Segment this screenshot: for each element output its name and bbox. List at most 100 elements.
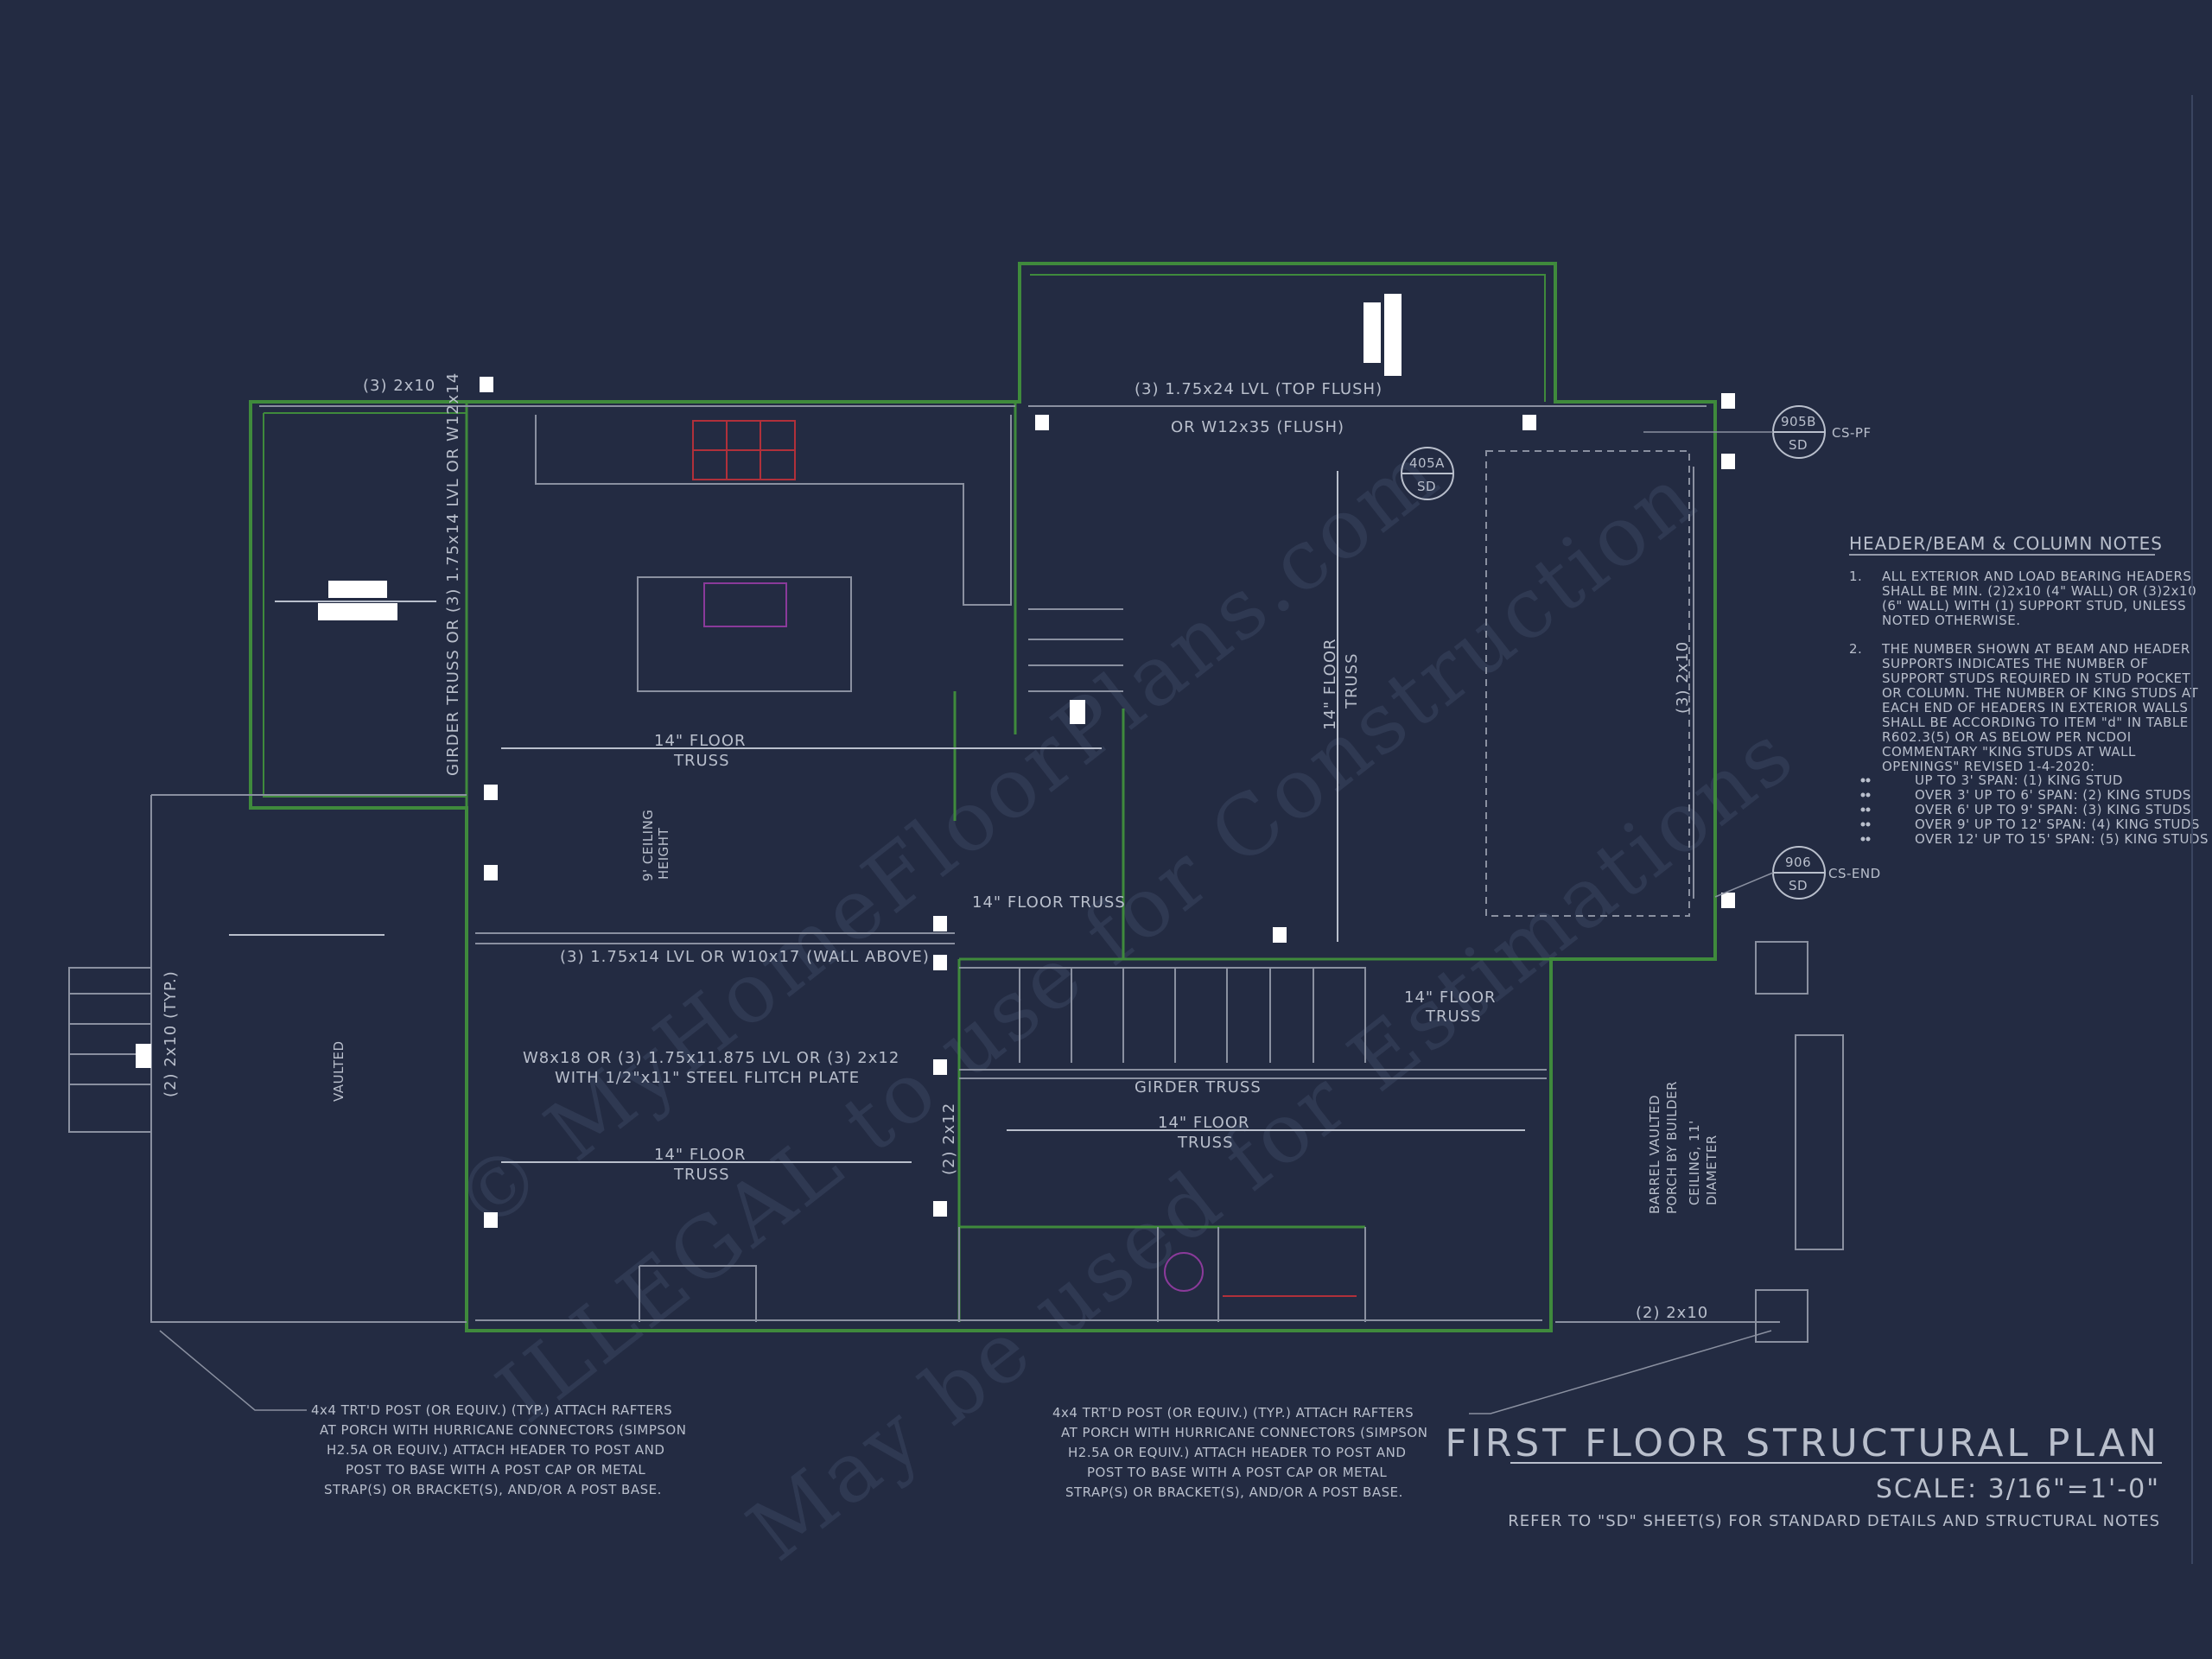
post-note-right-line: AT PORCH WITH HURRICANE CONNECTORS (SIMP… bbox=[1061, 1425, 1427, 1440]
notes-item2-num: 2. bbox=[1849, 641, 1862, 657]
island bbox=[637, 576, 852, 692]
post-right-bottom bbox=[1755, 1289, 1808, 1343]
tag-905b-num: 905B bbox=[1781, 414, 1816, 429]
post-note-left-line: AT PORCH WITH HURRICANE CONNECTORS (SIMP… bbox=[320, 1422, 686, 1438]
sink bbox=[703, 582, 787, 627]
notes-bullet: UP TO 3' SPAN: (1) KING STUD bbox=[1915, 772, 2123, 788]
bullet-dot bbox=[1866, 822, 1871, 827]
floor-truss-c-2: TRUSS bbox=[673, 1166, 730, 1184]
header-3-2x10: (3) 2x10 bbox=[363, 377, 435, 395]
floor-truss-e-1: 14" FLOOR bbox=[1158, 1114, 1250, 1132]
barrel-2: PORCH BY BUILDER bbox=[1664, 1081, 1680, 1214]
barrel-1: BARREL VAULTED bbox=[1647, 1095, 1662, 1214]
floor-truss-c-1: 14" FLOOR bbox=[654, 1146, 747, 1164]
wall-grey-stairs-upper bbox=[1028, 608, 1123, 692]
tag-906-label: CS-END bbox=[1828, 866, 1881, 881]
notes-bullet: OVER 6' UP TO 9' SPAN: (3) KING STUDS bbox=[1915, 802, 2191, 817]
floor-truss-b: 14" FLOOR TRUSS bbox=[972, 893, 1126, 912]
flitch-plate-1: W8x18 OR (3) 1.75x11.875 LVL OR (3) 2x12 bbox=[523, 1049, 899, 1067]
flitch-plate-2: WITH 1/2"x11" STEEL FLITCH PLATE bbox=[555, 1069, 860, 1087]
marker bbox=[484, 785, 498, 800]
bath-walls bbox=[958, 1227, 1366, 1322]
floor-truss-v-1: 14" FLOOR bbox=[1321, 639, 1339, 731]
leader-906 bbox=[1714, 872, 1774, 898]
wall-interior bbox=[465, 402, 1551, 1331]
marker bbox=[933, 1201, 947, 1217]
porch-2x10-typ: (2) 2x10 (TYP.) bbox=[162, 970, 180, 1097]
post-note-left-line: STRAP(S) OR BRACKET(S), AND/OR A POST BA… bbox=[324, 1482, 662, 1497]
notes-item2-line: SHALL BE ACCORDING TO ITEM "d" IN TABLE bbox=[1882, 715, 2189, 730]
span-arrows bbox=[229, 471, 1525, 1163]
marker bbox=[1721, 454, 1735, 469]
bath-sink bbox=[1164, 1252, 1204, 1292]
notes-item1-line: (6" WALL) WITH (1) SUPPORT STUD, UNLESS bbox=[1882, 598, 2186, 613]
right-bench bbox=[1795, 1034, 1844, 1250]
notes-item1-line: SHALL BE MIN. (2)2x10 (4" WALL) OR (3)2x… bbox=[1882, 583, 2196, 599]
wall-grey-mid-beam bbox=[475, 932, 955, 944]
tag-905b: 905B SD CS-PF bbox=[1772, 405, 1872, 459]
marker bbox=[1035, 415, 1049, 430]
wall-grey-girder bbox=[959, 1069, 1547, 1079]
tag-906-num: 906 bbox=[1785, 855, 1811, 870]
marker bbox=[933, 955, 947, 970]
post-markers bbox=[136, 294, 1735, 1228]
dashed-room bbox=[1485, 450, 1690, 917]
floor-truss-a-2: TRUSS bbox=[673, 752, 730, 770]
leader-left-post bbox=[159, 1330, 307, 1411]
exterior-walls bbox=[249, 262, 1717, 1332]
tag-905b-label: CS-PF bbox=[1832, 425, 1872, 441]
notes-item2-line: R602.3(5) OR AS BELOW PER NCDOI bbox=[1882, 729, 2132, 745]
title-block: FIRST FLOOR STRUCTURAL PLAN SCALE: 3/16"… bbox=[1445, 1421, 2162, 1530]
notes-item1-line: ALL EXTERIOR AND LOAD BEARING HEADERS bbox=[1882, 569, 2191, 584]
floor-truss-e-2: TRUSS bbox=[1177, 1134, 1234, 1152]
notes-item1-num: 1. bbox=[1849, 569, 1862, 584]
floor-truss-d-1: 14" FLOOR bbox=[1404, 988, 1497, 1007]
detail-tags: 405A SD 905B SD CS-PF 906 SD CS-END bbox=[1401, 405, 1881, 899]
drawing-scale: SCALE: 3/16"=1'-0" bbox=[1876, 1474, 2160, 1504]
tag-405a-num: 405A bbox=[1409, 455, 1445, 471]
notes-bullet: OVER 12' UP TO 15' SPAN: (5) KING STUDS bbox=[1915, 831, 2209, 847]
marker bbox=[328, 581, 387, 598]
header-2-2x12: (2) 2x12 bbox=[940, 1103, 958, 1175]
wall-left-room-inner bbox=[263, 412, 467, 798]
kitchen-counter bbox=[535, 415, 1012, 606]
tag-405a-sd: SD bbox=[1417, 479, 1436, 494]
girder-truss-label: GIRDER TRUSS bbox=[1135, 1078, 1262, 1096]
post-right-top bbox=[1755, 941, 1808, 995]
post-note-right-line: H2.5A OR EQUIV.) ATTACH HEADER TO POST A… bbox=[1068, 1445, 1406, 1460]
ceiling-9-1: 9' CEILING bbox=[640, 810, 656, 881]
post-note-right-line: POST TO BASE WITH A POST CAP OR METAL bbox=[1087, 1465, 1387, 1480]
notes-bullet: OVER 3' UP TO 6' SPAN: (2) KING STUDS bbox=[1915, 787, 2191, 803]
notes-heading: HEADER/BEAM & COLUMN NOTES bbox=[1849, 533, 2163, 554]
girder-vertical-label: GIRDER TRUSS OR (3) 1.75x14 LVL OR W12x1… bbox=[444, 372, 462, 776]
post-note-left-line: H2.5A OR EQUIV.) ATTACH HEADER TO POST A… bbox=[327, 1442, 664, 1458]
plan-labels: (3) 2x10 (3) 1.75x24 LVL (TOP FLUSH) OR … bbox=[162, 372, 1719, 1322]
marker bbox=[484, 865, 498, 880]
bullet-dot bbox=[1860, 822, 1866, 827]
notes-item2-line: SUPPORTS INDICATES THE NUMBER OF bbox=[1882, 656, 2149, 671]
marker bbox=[136, 1044, 151, 1068]
notes-bullets bbox=[1860, 778, 1871, 842]
porch-outline bbox=[150, 794, 467, 1323]
bullet-dot bbox=[1866, 792, 1871, 798]
notes-item2-line: EACH END OF HEADERS IN EXTERIOR WALLS bbox=[1882, 700, 2188, 715]
fireplace bbox=[639, 1265, 757, 1322]
header-beam-notes: HEADER/BEAM & COLUMN NOTES 1. ALL EXTERI… bbox=[1849, 533, 2209, 847]
barrel-3: CEILING, 11' bbox=[1687, 1120, 1702, 1205]
post-note-left: 4x4 TRT'D POST (OR EQUIV.) (TYP.) ATTACH… bbox=[311, 1402, 686, 1497]
post-note-left-line: 4x4 TRT'D POST (OR EQUIV.) (TYP.) ATTACH… bbox=[311, 1402, 672, 1418]
marker bbox=[1721, 393, 1735, 409]
marker bbox=[484, 1212, 498, 1228]
tag-906-sd: SD bbox=[1789, 878, 1808, 893]
bullet-dot bbox=[1866, 836, 1871, 842]
fixtures bbox=[703, 582, 1204, 1292]
porch bbox=[68, 450, 1844, 1343]
notes-item2-line: OPENINGS" REVISED 1-4-2020: bbox=[1882, 759, 2095, 774]
tag-905b-sd: SD bbox=[1789, 437, 1808, 453]
beam-lvl-top-1: (3) 1.75x24 LVL (TOP FLUSH) bbox=[1135, 380, 1382, 398]
marker bbox=[1721, 893, 1735, 908]
post-note-left-line: POST TO BASE WITH A POST CAP OR METAL bbox=[346, 1462, 645, 1478]
post-note-right-line: STRAP(S) OR BRACKET(S), AND/OR A POST BA… bbox=[1065, 1484, 1403, 1500]
floor-truss-d-2: TRUSS bbox=[1425, 1007, 1482, 1026]
